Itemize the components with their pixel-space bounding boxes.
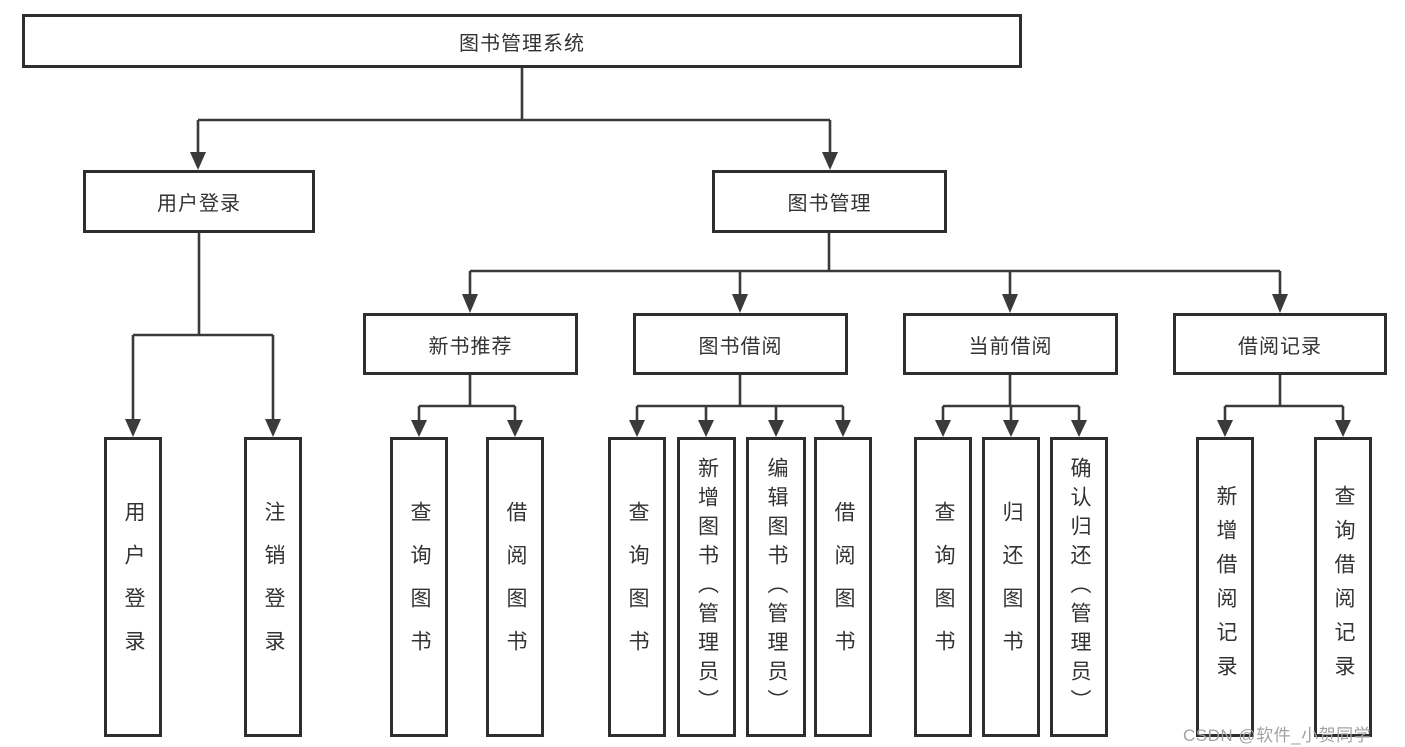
node-current-borrowing: 当前借阅 [903, 313, 1118, 375]
leaf-label: 新增借阅记录 [1214, 485, 1237, 689]
csdn-watermark: CSDN @软件_小贺同学 [1183, 726, 1372, 745]
leaf-label: 借阅图书 [832, 501, 855, 673]
node-label: 当前借阅 [968, 335, 1053, 358]
leaf-add-borrow-record: 新增借阅记录 [1196, 437, 1254, 737]
connector-user-login-to-leaves [125, 233, 281, 437]
leaf-label: 查询图书 [408, 501, 431, 673]
leaf-add-books-admin: 新增图书（管理员） [677, 437, 736, 737]
leaf-label: 用户登录 [122, 501, 145, 673]
leaf-label: 查询借阅记录 [1332, 485, 1355, 689]
node-label: 图书管理系统 [459, 32, 585, 55]
leaf-label: 确认归还（管理员） [1068, 456, 1091, 718]
node-label: 图书借阅 [698, 335, 783, 358]
leaf-query-books-current: 查询图书 [914, 437, 972, 737]
connector-book-borrowing-to-leaves [629, 375, 851, 437]
leaf-return-books: 归还图书 [982, 437, 1040, 737]
node-label: 借阅记录 [1238, 335, 1322, 358]
node-user-login: 用户登录 [83, 170, 315, 233]
node-new-book-recommendation: 新书推荐 [363, 313, 578, 375]
connector-borrowing-records-to-leaves [1217, 375, 1351, 437]
leaf-label: 查询图书 [932, 501, 955, 673]
connector-book-management-to-sections [462, 233, 1288, 313]
leaf-logout: 注销登录 [244, 437, 302, 737]
leaf-label: 注销登录 [262, 501, 285, 673]
leaf-borrow-books-recommend: 借阅图书 [486, 437, 544, 737]
connector-root-to-branches [190, 68, 838, 170]
connector-new-book-recommendation-to-leaves [411, 375, 523, 437]
node-label: 图书管理 [787, 193, 872, 215]
connector-current-borrowing-to-leaves [935, 375, 1087, 437]
node-borrowing-records: 借阅记录 [1173, 313, 1387, 375]
leaf-query-books-recommend: 查询图书 [390, 437, 448, 737]
leaf-label: 借阅图书 [504, 501, 527, 673]
node-label: 用户登录 [157, 193, 241, 215]
leaf-query-books-borrowing: 查询图书 [608, 437, 666, 737]
leaf-borrow-books: 借阅图书 [814, 437, 872, 737]
leaf-query-borrow-record: 查询借阅记录 [1314, 437, 1372, 737]
leaf-confirm-return-admin: 确认归还（管理员） [1050, 437, 1108, 737]
leaf-label: 归还图书 [1000, 501, 1023, 673]
leaf-edit-books-admin: 编辑图书（管理员） [746, 437, 806, 737]
leaf-user-login: 用户登录 [104, 437, 162, 737]
leaf-label: 编辑图书（管理员） [765, 456, 788, 718]
leaf-label: 新增图书（管理员） [695, 456, 719, 718]
node-label: 新书推荐 [428, 335, 513, 358]
leaf-label: 查询图书 [626, 501, 649, 673]
node-library-management-system: 图书管理系统 [22, 14, 1022, 68]
node-book-management: 图书管理 [712, 170, 947, 233]
node-book-borrowing: 图书借阅 [633, 313, 848, 375]
